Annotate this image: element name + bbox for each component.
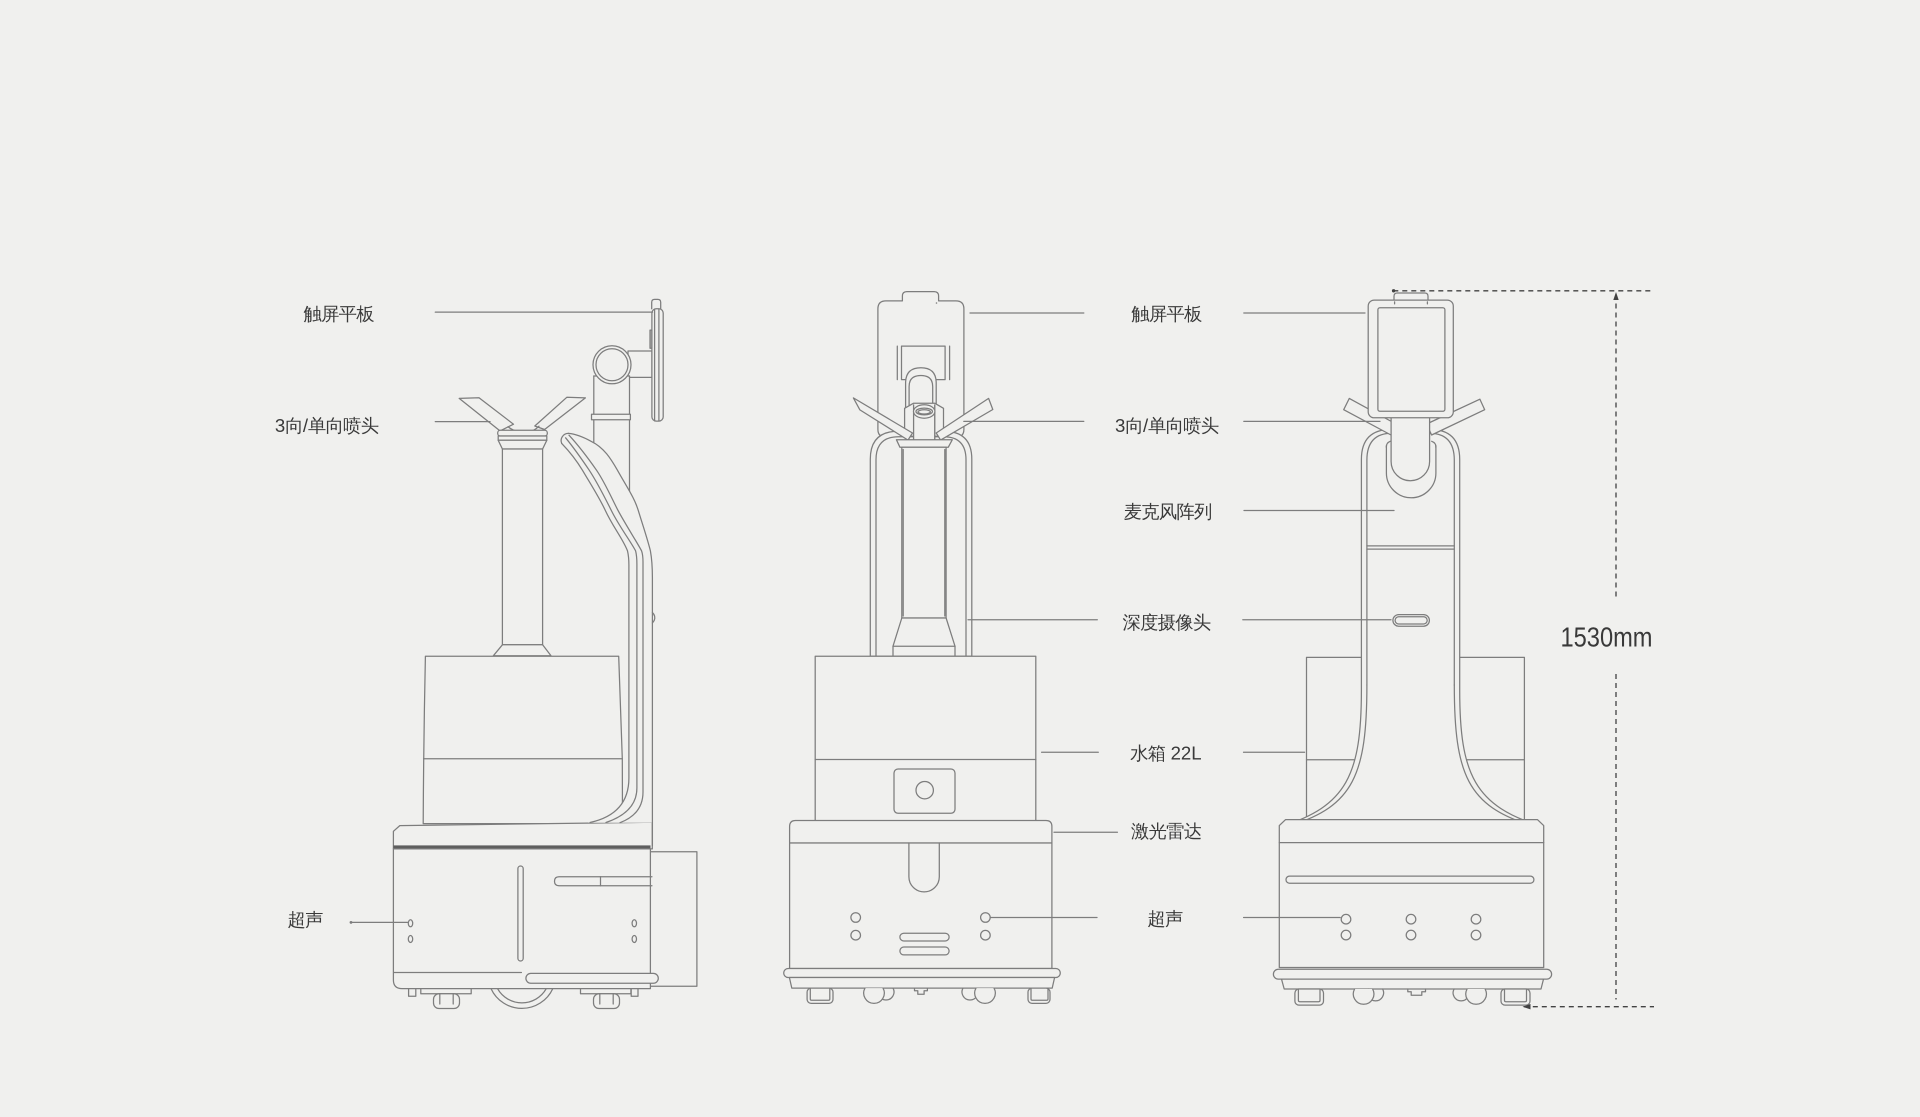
- svg-text:3: 3: [275, 415, 285, 436]
- svg-text:1530mm: 1530mm: [1561, 622, 1653, 653]
- svg-text:22L: 22L: [1171, 743, 1202, 764]
- svg-text:/: /: [1143, 415, 1149, 436]
- svg-text:3: 3: [1115, 415, 1125, 436]
- svg-text:/: /: [303, 415, 309, 436]
